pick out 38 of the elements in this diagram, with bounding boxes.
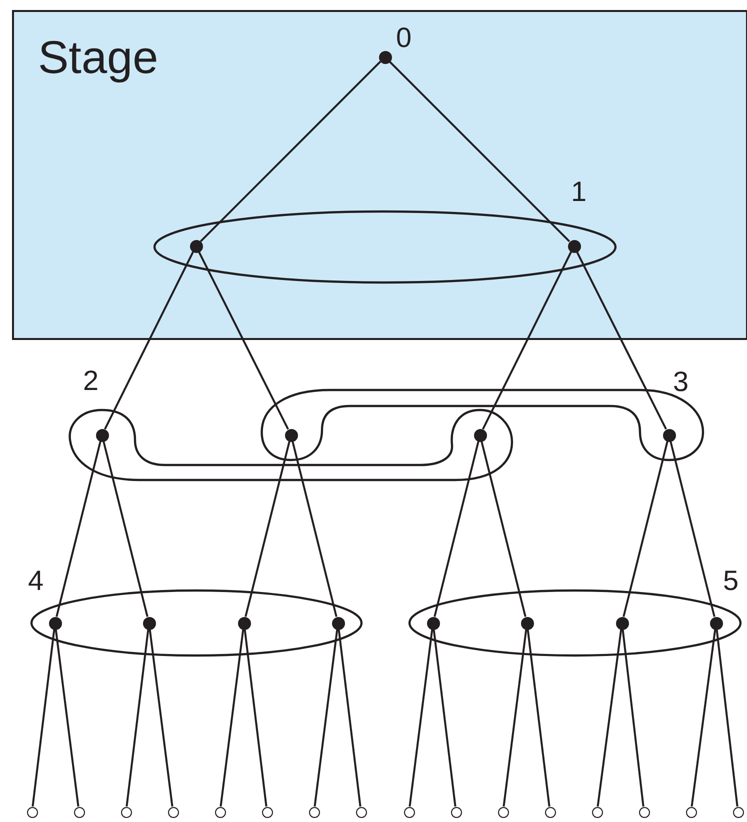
tree-branch [716, 629, 738, 807]
tree-branch [690, 629, 716, 807]
tree-branch [434, 441, 480, 617]
tree-branch [292, 441, 338, 617]
tree-branch [32, 629, 56, 807]
tree-branch [596, 629, 622, 807]
tree-branch [622, 441, 668, 617]
tree-branch [670, 441, 716, 617]
tree-branch [54, 629, 80, 807]
tree-branch [198, 251, 289, 430]
tree-branch [480, 441, 526, 617]
tree-branch [148, 629, 174, 807]
tree-branch [482, 251, 572, 430]
tree-branch [622, 629, 644, 807]
tree-branch [408, 629, 434, 807]
tree-branch [388, 60, 570, 242]
tree-branch [220, 629, 244, 807]
tree-branch [200, 60, 382, 242]
tree-branch [338, 629, 362, 807]
node-label: 0 [396, 24, 412, 52]
stage-panel [12, 10, 747, 340]
tree-branch [126, 629, 150, 807]
information-set-label: 2 [83, 367, 99, 395]
tree-branch [432, 629, 456, 807]
information-set-label: 1 [571, 178, 587, 206]
tree-branch [526, 629, 550, 807]
tree-branch [104, 251, 194, 430]
tree-branch [244, 441, 290, 617]
tree-branch [56, 441, 102, 617]
tree-branch [576, 251, 667, 430]
information-set-label: 5 [723, 567, 739, 595]
tree-branch [102, 441, 148, 617]
stage-label: Stage [38, 34, 158, 80]
tree-branch [314, 629, 338, 807]
tree-branch [502, 629, 528, 807]
tree-branch [244, 629, 268, 807]
information-set-label: 4 [28, 567, 44, 595]
information-set-label: 3 [673, 368, 689, 396]
